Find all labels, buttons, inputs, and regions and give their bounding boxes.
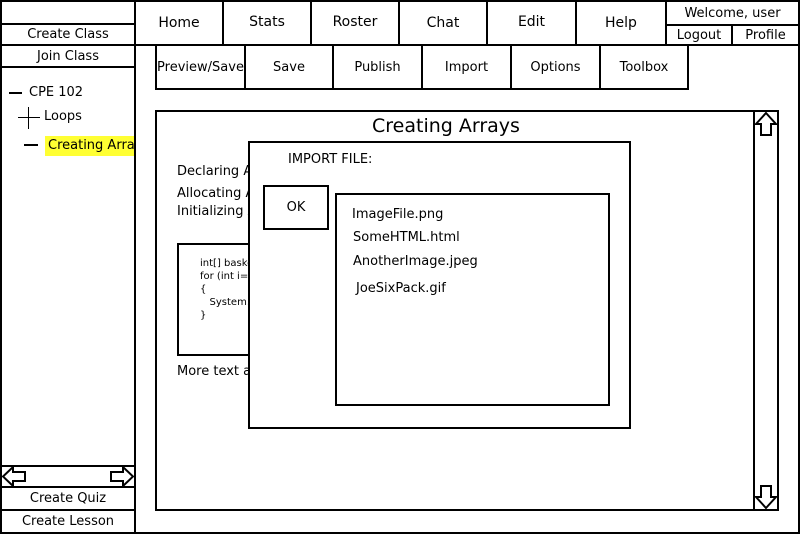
tree-item-cpe-102[interactable]: CPE 102 — [29, 85, 84, 100]
tab-edit[interactable]: Edit — [486, 0, 577, 46]
create-lesson-button[interactable]: Create Lesson — [0, 509, 136, 534]
tree-item-creating-arrays[interactable]: Creating Arrays — [45, 136, 134, 156]
tab-roster[interactable]: Roster — [310, 0, 400, 46]
tab-chat[interactable]: Chat — [398, 0, 488, 46]
code-line-5: } — [200, 310, 207, 321]
preview-save-button[interactable]: Preview/Save — [155, 44, 246, 90]
file-item[interactable]: AnotherImage.jpeg — [353, 254, 478, 269]
code-line-1: int[] basket — [200, 258, 258, 269]
lesson-title: Creating Arrays — [372, 115, 520, 137]
profile-button[interactable]: Profile — [731, 24, 800, 46]
file-item[interactable]: ImageFile.png — [352, 207, 444, 222]
scroll-left-arrow-icon[interactable] — [2, 466, 26, 487]
toolbox-button[interactable]: Toolbox — [599, 44, 689, 90]
expand-icon[interactable] — [18, 107, 40, 129]
code-line-2: for (int i=0 — [200, 271, 255, 282]
scroll-down-arrow-icon[interactable] — [753, 484, 779, 510]
scroll-right-arrow-icon[interactable] — [110, 466, 134, 487]
ok-button[interactable]: OK — [263, 185, 329, 230]
tab-home[interactable]: Home — [134, 0, 224, 46]
save-button[interactable]: Save — [244, 44, 334, 90]
code-line-3: { — [200, 284, 207, 295]
collapse-icon[interactable] — [9, 92, 22, 94]
file-list[interactable] — [335, 193, 610, 406]
create-quiz-button[interactable]: Create Quiz — [0, 486, 136, 511]
tab-stats[interactable]: Stats — [222, 0, 312, 46]
scroll-up-arrow-icon[interactable] — [753, 111, 779, 137]
content-scrollbar[interactable] — [753, 110, 779, 511]
options-button[interactable]: Options — [510, 44, 601, 90]
tab-help[interactable]: Help — [575, 0, 667, 46]
publish-button[interactable]: Publish — [332, 44, 423, 90]
code-line-4: System. — [200, 297, 251, 308]
logout-button[interactable]: Logout — [665, 24, 733, 46]
leaf-marker-icon — [24, 144, 38, 146]
welcome-label: Welcome, user — [665, 0, 800, 26]
create-class-button[interactable]: Create Class — [0, 23, 136, 46]
sidebar — [0, 0, 136, 534]
file-item[interactable]: SomeHTML.html — [353, 230, 460, 245]
tree-item-loops[interactable]: Loops — [44, 109, 82, 124]
file-item[interactable]: JoeSixPack.gif — [356, 281, 446, 296]
dialog-title: IMPORT FILE: — [288, 152, 373, 167]
import-button[interactable]: Import — [421, 44, 512, 90]
join-class-button[interactable]: Join Class — [0, 44, 136, 68]
